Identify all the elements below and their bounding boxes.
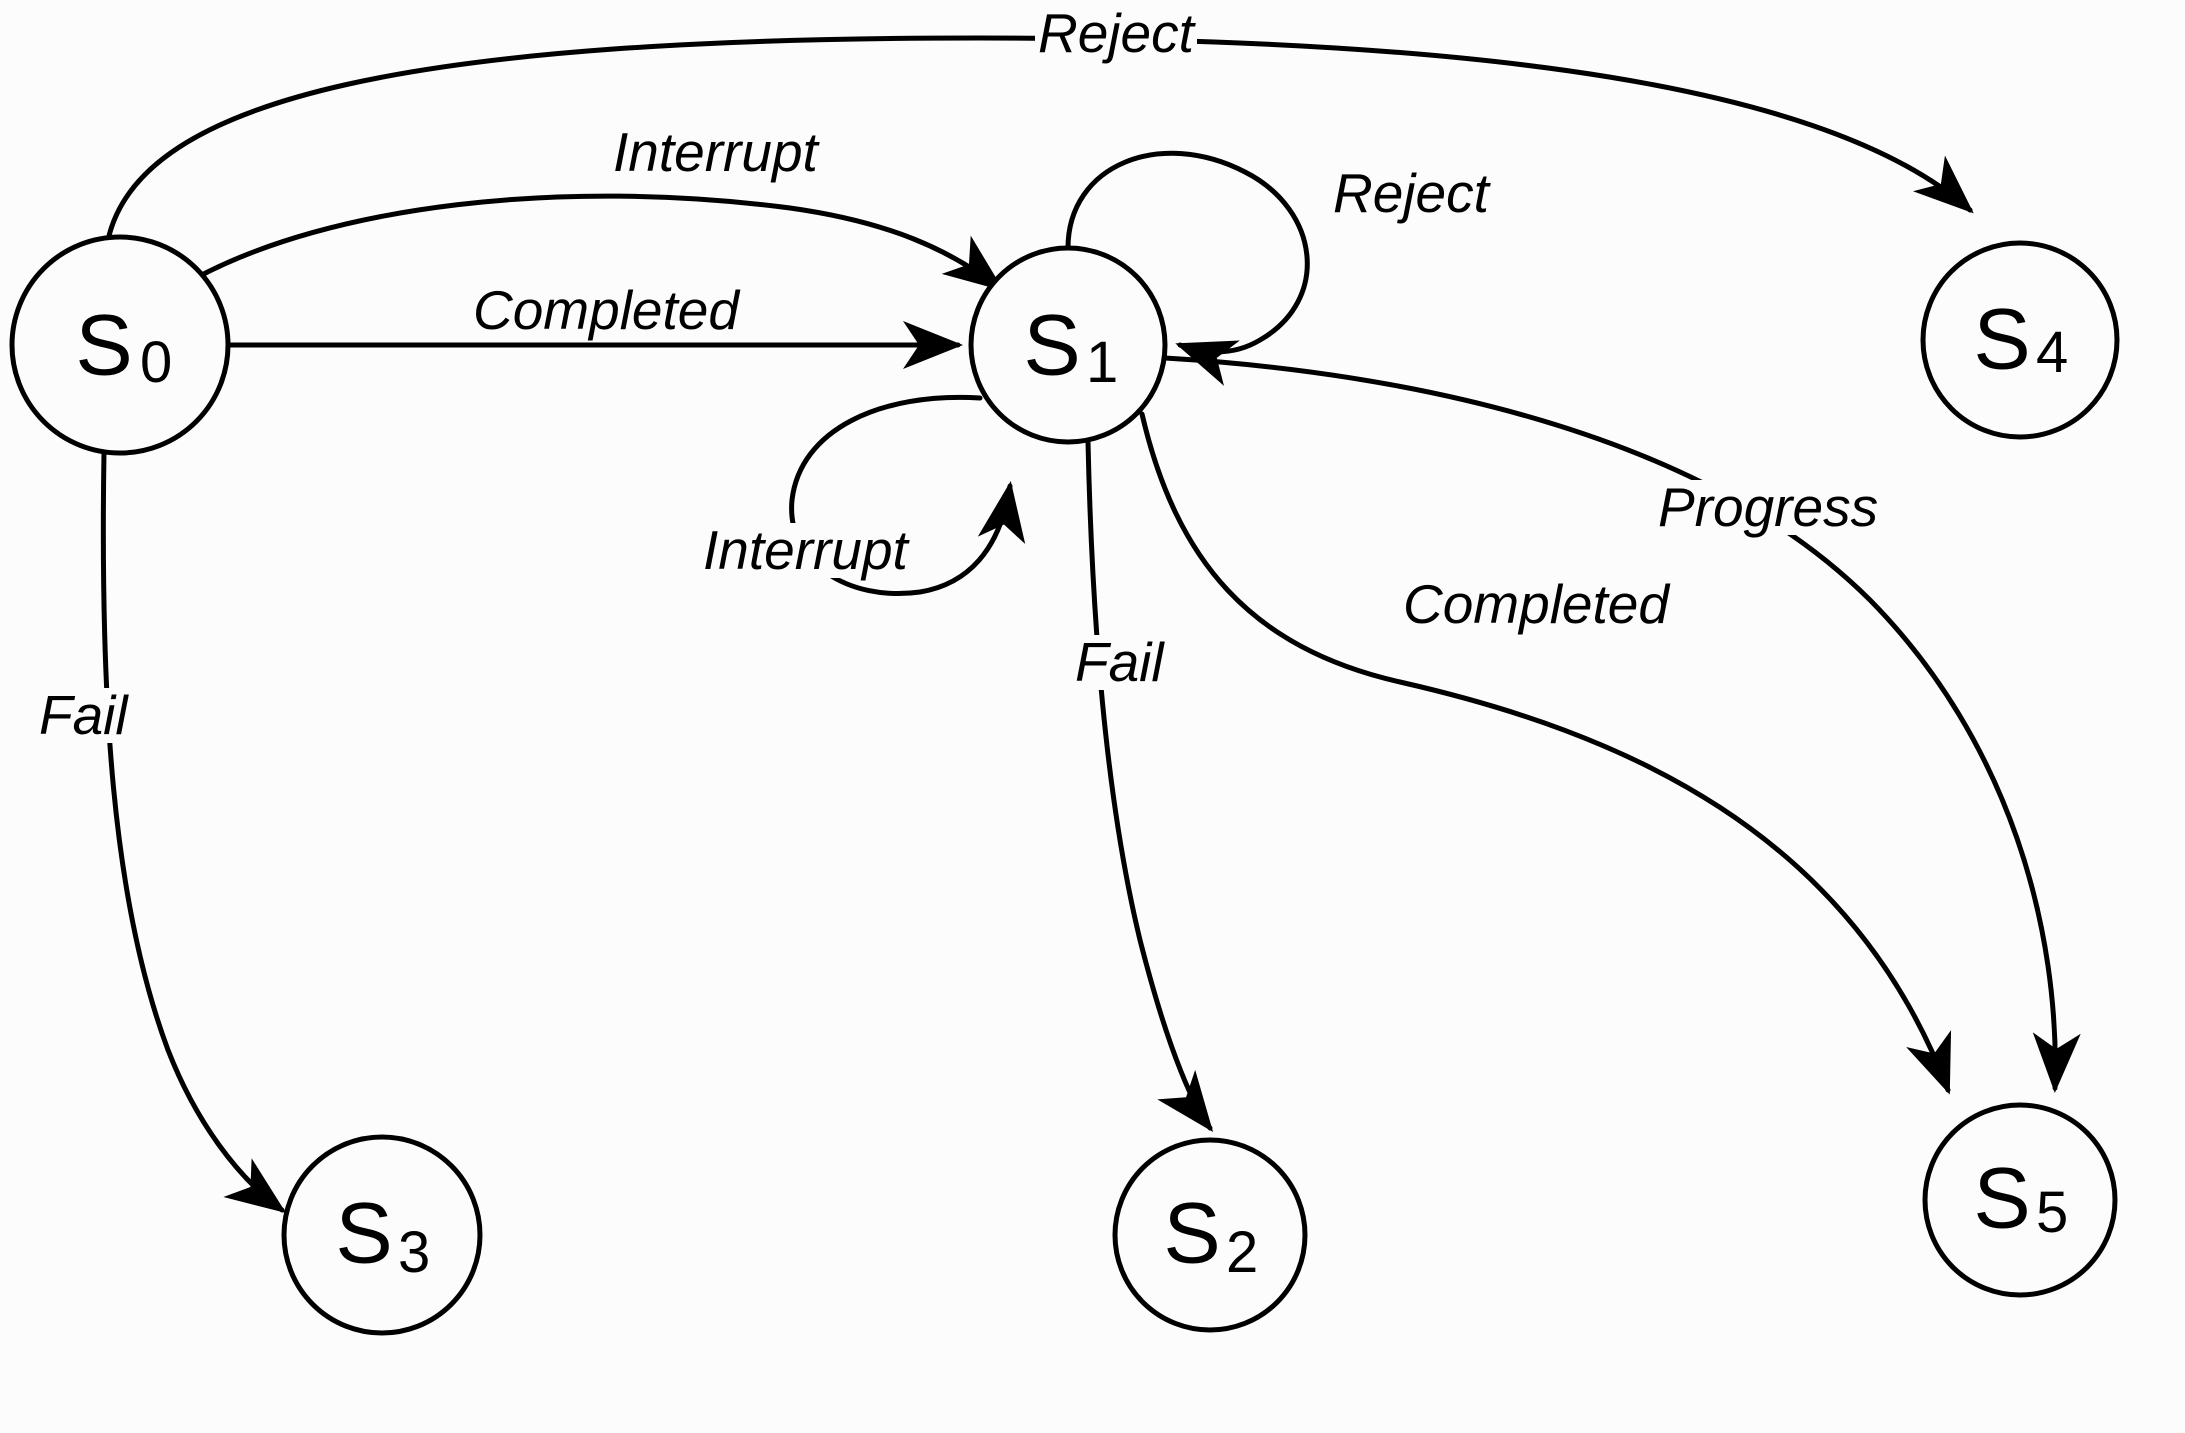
edge-s0-s3-fail — [100, 449, 287, 1213]
edge-label-progress-s1-s5: Progress — [1655, 480, 1882, 535]
node-s5[interactable]: S 5 — [1922, 1102, 2118, 1298]
node-s4-label: S — [1973, 292, 2030, 388]
edge-label-interrupt-s0-s1: Interrupt — [610, 125, 821, 180]
node-s1-sub: 1 — [1086, 330, 1118, 395]
node-s2-sub: 2 — [1226, 1220, 1258, 1285]
node-s1[interactable]: S 1 — [968, 245, 1168, 445]
edge-label-completed-s1-s5: Completed — [1400, 577, 1672, 632]
node-s4[interactable]: S 4 — [1920, 240, 2120, 440]
node-s2-label: S — [1163, 1186, 1220, 1282]
node-s4-circle[interactable] — [1920, 240, 2120, 440]
node-s0-label: S — [75, 298, 132, 394]
node-s0-circle[interactable] — [9, 234, 231, 456]
edge-s1-s1-reject — [1065, 150, 1310, 386]
node-s1-circle[interactable] — [968, 245, 1168, 445]
node-s4-sub: 4 — [2036, 320, 2068, 385]
edge-label-reject-s1-s1: Reject — [1330, 166, 1492, 221]
node-s5-sub: 5 — [2036, 1180, 2068, 1245]
edge-s1-s2-fail — [1085, 439, 1214, 1132]
edge-label-fail-s0-s3: Fail — [36, 688, 131, 743]
node-s5-label: S — [1973, 1151, 2030, 1247]
edge-s0-s1-interrupt — [193, 193, 1004, 292]
edge-s0-s4-reject — [105, 35, 1974, 243]
node-s0-sub: 0 — [140, 330, 172, 395]
node-s3-label: S — [335, 1186, 392, 1282]
node-s1-label: S — [1023, 298, 1080, 394]
edge-s1-s5-completed — [1139, 411, 1952, 1095]
node-s3[interactable]: S 3 — [281, 1134, 483, 1336]
edge-label-reject-s0-s4: Reject — [1035, 6, 1197, 61]
node-s5-circle[interactable] — [1922, 1102, 2118, 1298]
edge-label-interrupt-s1-s1: Interrupt — [700, 523, 911, 578]
edge-s1-s5-progress — [1162, 355, 2081, 1093]
node-s2-circle[interactable] — [1112, 1137, 1308, 1333]
node-s3-sub: 3 — [398, 1220, 430, 1285]
node-s3-circle[interactable] — [281, 1134, 483, 1336]
edge-label-fail-s1-s2: Fail — [1072, 635, 1167, 690]
edge-label-completed-s0-s1: Completed — [470, 283, 742, 338]
node-s0[interactable]: S 0 — [9, 234, 231, 456]
node-s2[interactable]: S 2 — [1112, 1137, 1308, 1333]
